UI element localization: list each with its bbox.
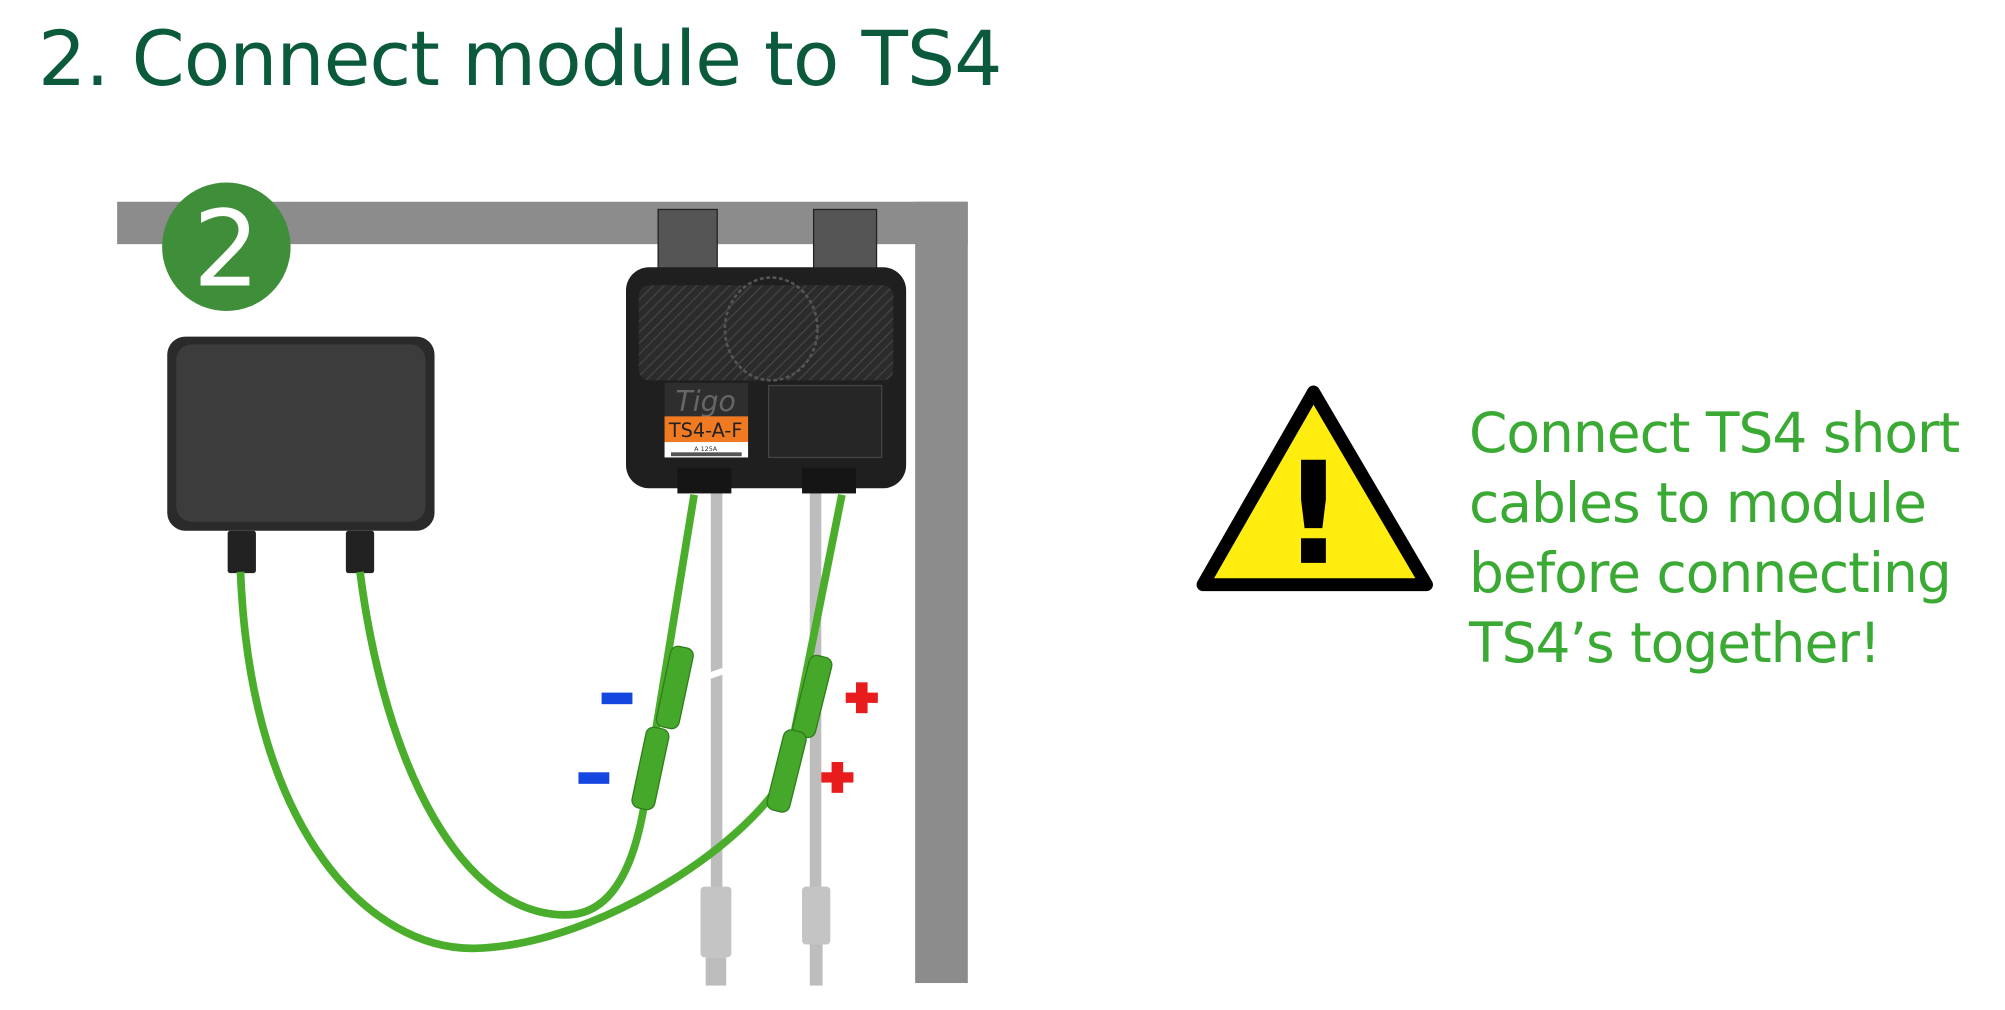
minus-icon <box>578 772 610 784</box>
minus-icon <box>601 692 633 705</box>
module-connector-right <box>345 530 375 574</box>
plus-icon <box>821 761 854 793</box>
warning-line: cables to module <box>1469 471 1927 535</box>
warning-line: Connect TS4 short <box>1469 401 1960 465</box>
step-number: 2 <box>193 187 260 310</box>
module-connector-left <box>227 530 256 574</box>
ts4-short-cables <box>236 493 846 953</box>
ts4-rating: A 125A <box>694 445 718 453</box>
warning-line: before connecting <box>1469 541 1952 605</box>
page-title: 2. Connect module to TS4 <box>38 14 1003 103</box>
plus-icon <box>845 682 878 714</box>
ts4-brand-logo: Tigo <box>676 385 736 418</box>
exclamation-mark: ! <box>1281 433 1345 597</box>
ts4-device: Tigo TS4-A-F A 125A <box>625 208 907 494</box>
warning-line: TS4’s together! <box>1469 611 1881 675</box>
ts4-model-label: TS4-A-F <box>668 419 743 442</box>
warning-message: Connect TS4 short cables to module befor… <box>1469 398 1960 678</box>
step-badge: 2 <box>162 182 291 311</box>
warning-icon: ! <box>1196 385 1433 597</box>
module-junction-box <box>167 336 435 574</box>
mc4-connectors <box>631 645 833 813</box>
polarity-markers <box>578 682 878 793</box>
